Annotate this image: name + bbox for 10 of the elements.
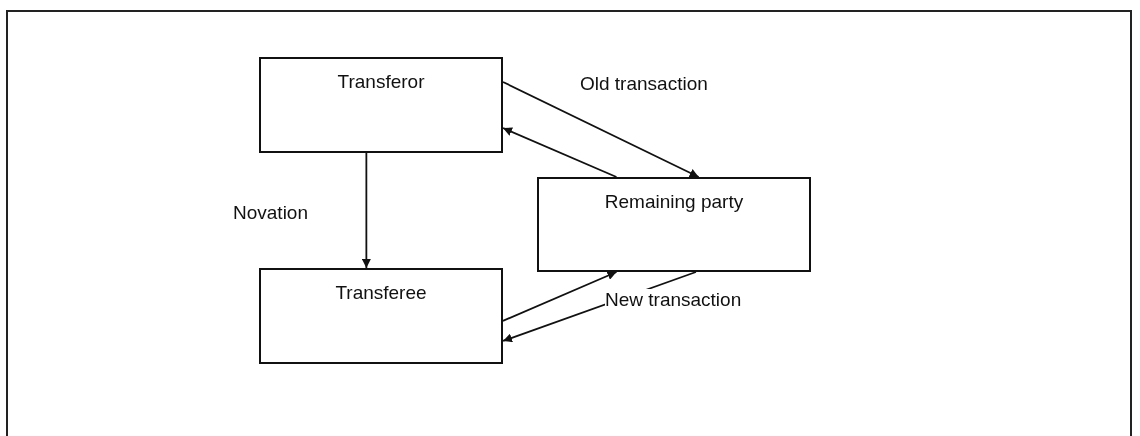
party-name: Remaining party (604, 191, 744, 213)
party-box (537, 177, 811, 272)
party-box (259, 268, 503, 364)
party-name: Transferee (335, 282, 427, 304)
arrow (502, 81, 700, 178)
arrow (361, 152, 371, 269)
arrow (502, 127, 618, 178)
party-name: Transferor (337, 71, 425, 93)
party-box (259, 57, 503, 153)
arrow (502, 271, 618, 322)
